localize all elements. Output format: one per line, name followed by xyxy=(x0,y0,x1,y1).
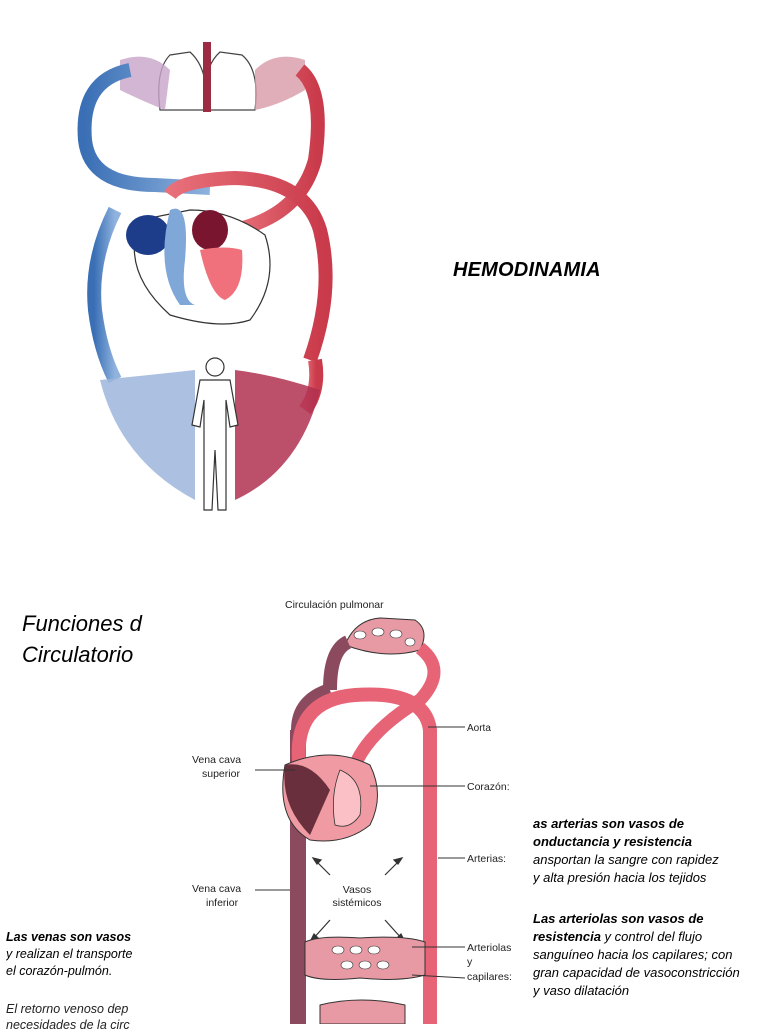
arterias-line2: onductancia y resistencia xyxy=(533,834,692,849)
arteriolas-label: Arteriolas xyxy=(467,942,511,954)
section-heading-line1: Funciones d xyxy=(22,611,142,636)
heart-shape xyxy=(282,754,378,842)
arteriolas-line3: sanguíneo hacia los capilares; con xyxy=(533,947,733,962)
aorta-label: Aorta xyxy=(467,723,491,734)
vasos-label-1: Vasos xyxy=(343,884,371,896)
section-heading: Funciones d Circulatorio xyxy=(22,608,158,670)
heart-shape xyxy=(126,208,271,325)
arteriolas-line5: y vaso dilatación xyxy=(533,983,630,998)
arteriolas-line2-rest: y control del flujo xyxy=(600,929,703,944)
circulatory-system-illustration xyxy=(77,42,333,511)
page-title: HEMODINAMIA xyxy=(453,259,601,281)
capilares-label: capilares: xyxy=(467,971,512,983)
vasos-label-2: sistémicos xyxy=(332,897,381,909)
arterias-line3: ansportan la sangre con rapidez xyxy=(533,852,719,867)
venas-line1: Las venas son vasos xyxy=(6,930,132,944)
arteriolas-line4: gran capacidad de vasoconstricción xyxy=(533,965,740,980)
corazon-label: Corazón: xyxy=(467,781,510,793)
pulmonary-capillary-bed xyxy=(344,617,425,655)
arteriolas-text-block: Las arteriolas son vasos de resistencia … xyxy=(533,910,768,1000)
retorno-text-block: El retorno venoso dep necesidades de la … xyxy=(6,1001,156,1033)
vena-cava-inferior-label-2: inferior xyxy=(206,897,239,909)
retorno-line1: El retorno venoso dep xyxy=(6,1002,129,1016)
systemic-capillary-bed xyxy=(304,936,426,1024)
venas-line3: el corazón-pulmón. xyxy=(6,964,113,978)
y-label: y xyxy=(467,956,473,968)
arterias-line1: as arterias son vasos de xyxy=(533,816,685,831)
diagram-title: Circulación pulmonar xyxy=(285,599,384,611)
arterias-label: Arterias: xyxy=(467,853,506,865)
venas-line2: y realizan el transporte xyxy=(6,947,133,961)
vena-cava-inferior-label-1: Vena cava xyxy=(192,883,241,895)
vena-cava-superior-label-2: superior xyxy=(202,768,240,780)
retorno-line2: necesidades de la circ xyxy=(6,1018,130,1032)
vena-cava-superior-label-1: Vena cava xyxy=(192,754,241,766)
arterias-line4: y alta presión hacia los tejidos xyxy=(533,870,707,885)
arteriolas-line1: Las arteriolas son vasos de xyxy=(533,911,704,926)
human-figure xyxy=(191,357,239,511)
pulmonary-systemic-circulation-diagram: Circulación pulmonar Vasos sistémicos xyxy=(192,599,512,1024)
arterias-text-block: as arterias son vasos de onductancia y r… xyxy=(533,815,768,887)
venas-text-block: Las venas son vasos y realizan el transp… xyxy=(6,929,156,980)
arteriolas-line2-bold: resistencia xyxy=(533,929,601,944)
section-heading-line2: Circulatorio xyxy=(22,642,134,667)
lungs-shape xyxy=(120,42,305,112)
